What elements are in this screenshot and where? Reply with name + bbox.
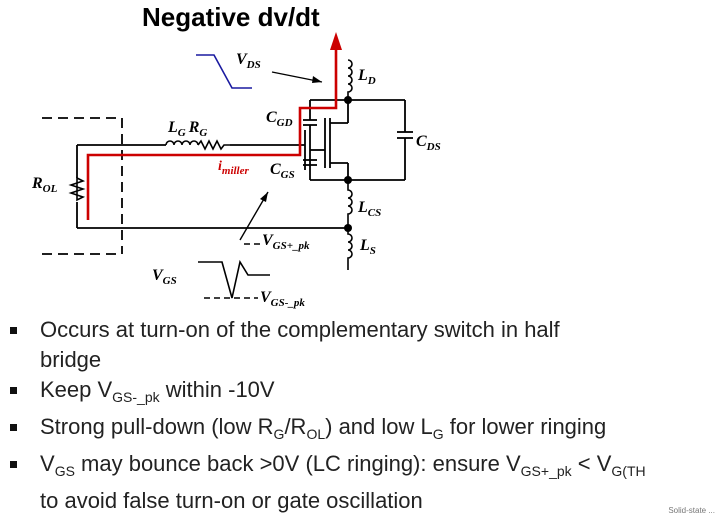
cgs-capacitor	[303, 159, 348, 181]
ls-inductor	[347, 228, 353, 270]
footer-fragment: Solid-state ...	[668, 506, 715, 515]
bullet-marker	[10, 424, 17, 431]
rol-resistor	[68, 176, 86, 202]
gate-loop-wires	[76, 130, 348, 229]
label-vgs-pos-pk: VGS+_pk	[262, 232, 310, 252]
miller-current-path	[86, 50, 338, 220]
ld-inductor	[347, 59, 353, 100]
label-vgs: VGS	[152, 267, 177, 287]
bullet-marker	[10, 387, 17, 394]
bullet-item: VGS may bounce back >0V (LC ringing): en…	[10, 449, 715, 516]
vds-pointer-arrowhead	[312, 76, 322, 83]
driver-box-dashed	[42, 117, 123, 255]
lcs-inductor	[347, 180, 353, 228]
label-cgd: CGD	[266, 109, 293, 129]
label-vds: VDS	[236, 51, 261, 71]
miller-current-arrowhead	[330, 32, 342, 50]
page-title: Negative dv/dt	[142, 2, 320, 32]
bullet-item: Keep VGS-_pk within -10V	[10, 375, 715, 412]
mosfet-symbol	[310, 100, 349, 180]
label-cgs: CGS	[270, 161, 295, 181]
bullet-marker	[10, 327, 17, 334]
label-vgs-neg-pk: VGS-_pk	[260, 289, 305, 309]
label-ld: LD	[357, 67, 376, 87]
label-lcs: LCS	[357, 199, 381, 219]
bullet-marker	[10, 461, 17, 468]
label-cds: CDS	[416, 133, 441, 153]
vgs-pointer-arrowhead	[260, 192, 268, 202]
vds-waveform	[196, 54, 252, 89]
label-imiller: imiller	[218, 159, 249, 177]
junction-dots	[344, 96, 352, 232]
label-rol: ROL	[31, 175, 58, 195]
vgs-waveform	[198, 243, 270, 299]
label-ls: LS	[359, 237, 376, 257]
cgd-capacitor	[303, 99, 348, 138]
lg-inductor	[165, 140, 199, 146]
bullet-item: Strong pull-down (low RG/ROL) and low LG…	[10, 412, 715, 449]
bullet-item: Occurs at turn-on of the complementary s…	[10, 315, 715, 375]
cds-branch	[348, 99, 413, 181]
bullet-list: Occurs at turn-on of the complementary s…	[10, 315, 715, 516]
rg-resistor	[197, 139, 230, 151]
